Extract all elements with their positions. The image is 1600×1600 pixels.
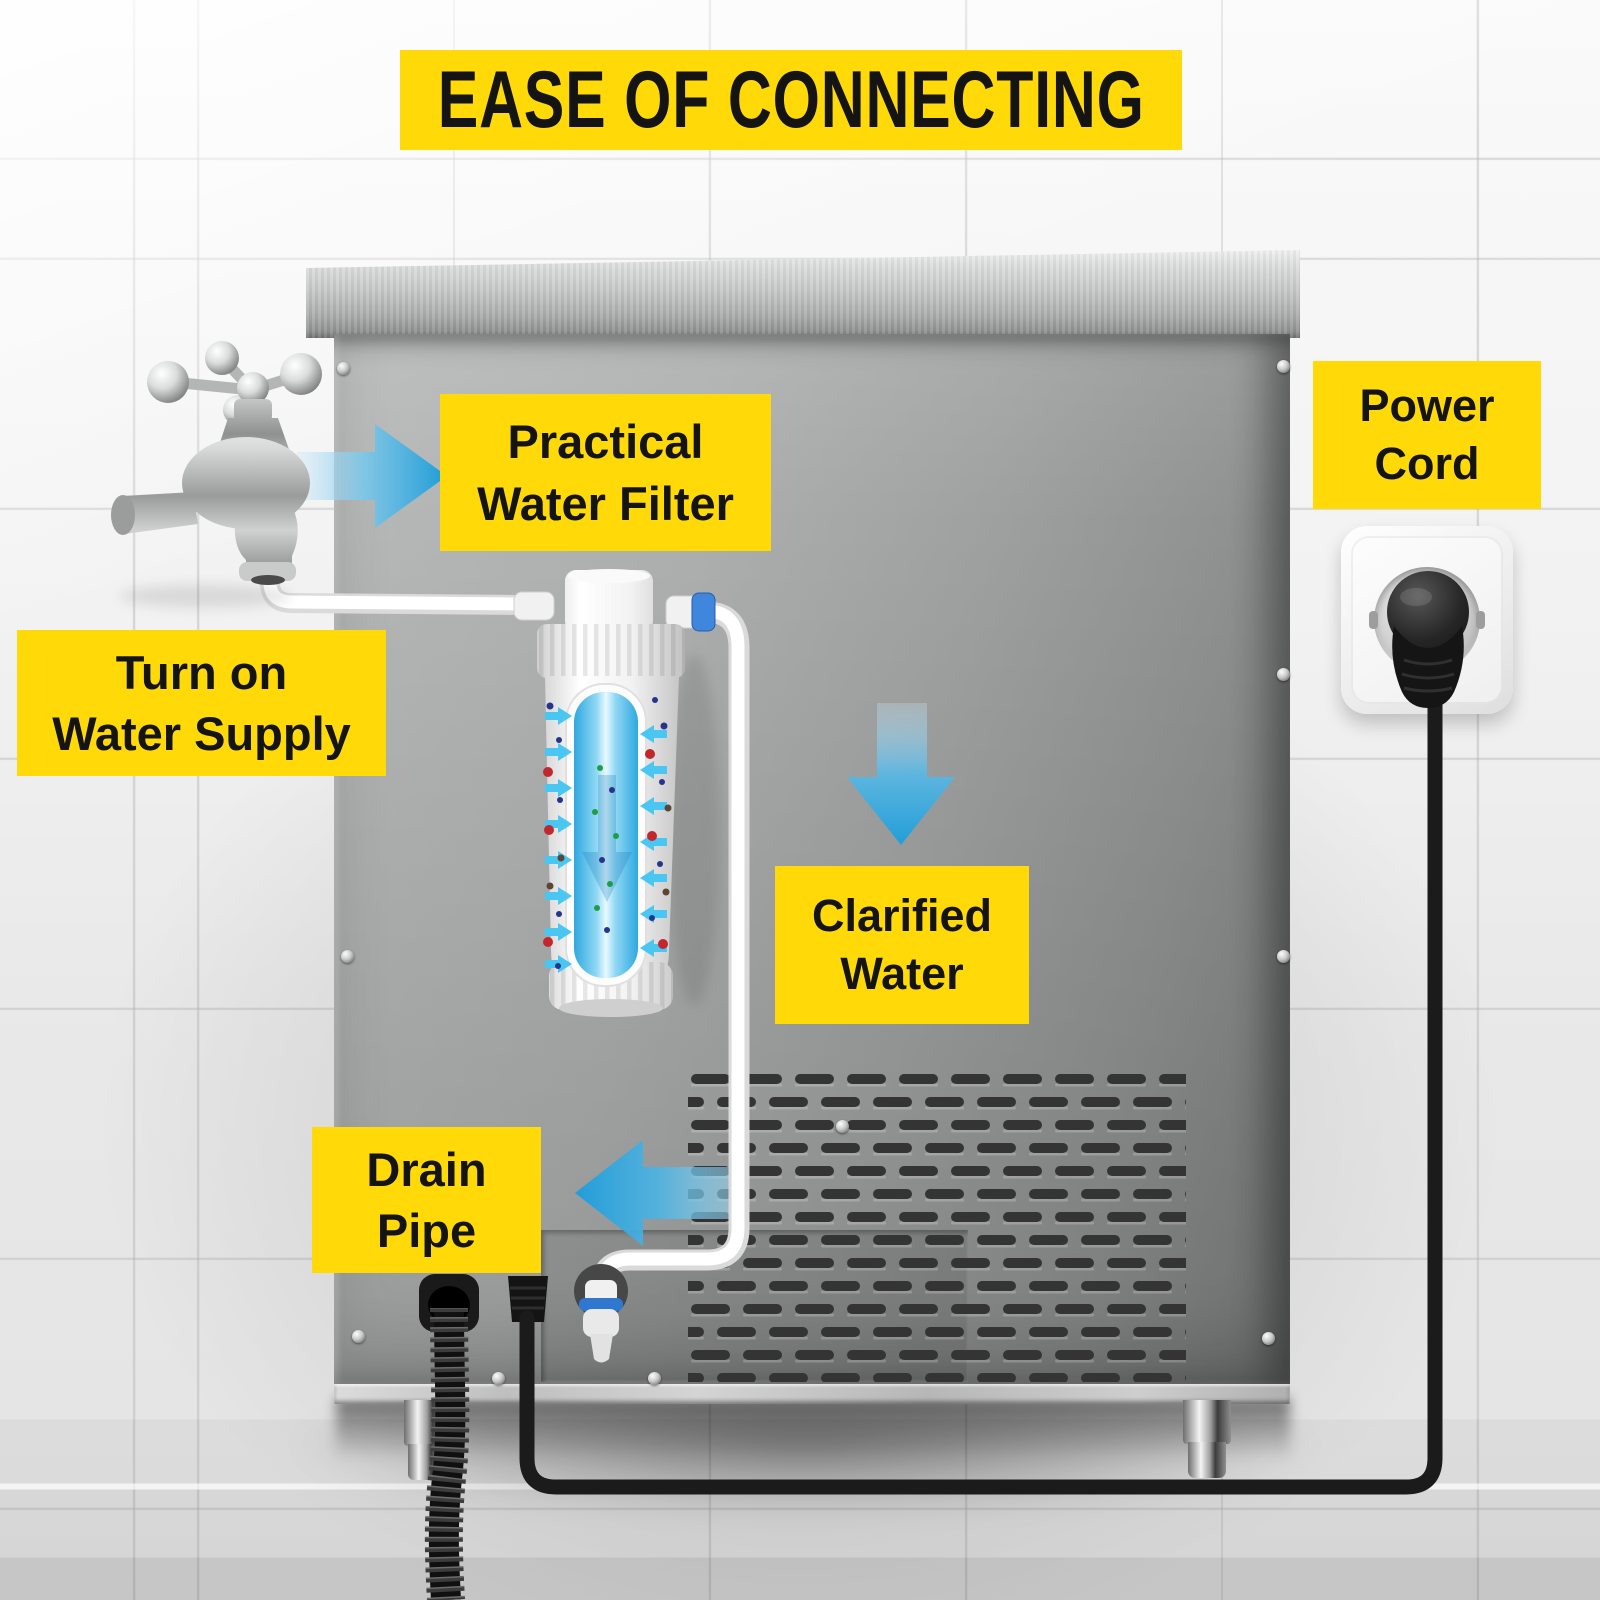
- page-title: EASE OF CONNECTING: [437, 53, 1145, 146]
- label-drain-pipe: Drain Pipe: [312, 1127, 541, 1273]
- machine-foot-left: [404, 1400, 444, 1446]
- label-turn-on-water-supply: Turn on Water Supply: [17, 630, 386, 776]
- screw-icon: [341, 950, 354, 963]
- screw-icon: [337, 362, 350, 375]
- machine-foot-right-tip: [1188, 1442, 1226, 1478]
- outlet-ground-clip: [1369, 611, 1378, 629]
- machine-foot-right: [1183, 1400, 1231, 1444]
- screw-icon: [352, 1330, 365, 1343]
- screw-icon: [1277, 360, 1290, 373]
- screw-icon: [648, 1372, 661, 1385]
- vent-grille: [688, 1070, 1186, 1382]
- machine-base-rail: [334, 1384, 1290, 1404]
- label-clarified-water: Clarified Water: [775, 866, 1029, 1024]
- outlet-socket-well: [1374, 567, 1480, 673]
- label-power-cord: Power Cord: [1313, 361, 1541, 509]
- screw-icon: [836, 1120, 849, 1133]
- under-machine-shadow: [336, 1398, 1290, 1460]
- machine-foot-left-tip: [408, 1444, 440, 1480]
- screw-icon: [1262, 1332, 1275, 1345]
- label-practical-water-filter: Practical Water Filter: [440, 394, 771, 551]
- screw-icon: [1277, 950, 1290, 963]
- screw-icon: [492, 1372, 505, 1385]
- title-banner: EASE OF CONNECTING: [400, 50, 1182, 150]
- power-outlet: [1341, 526, 1513, 714]
- screw-icon: [1277, 668, 1290, 681]
- outlet-ground-clip: [1476, 611, 1485, 629]
